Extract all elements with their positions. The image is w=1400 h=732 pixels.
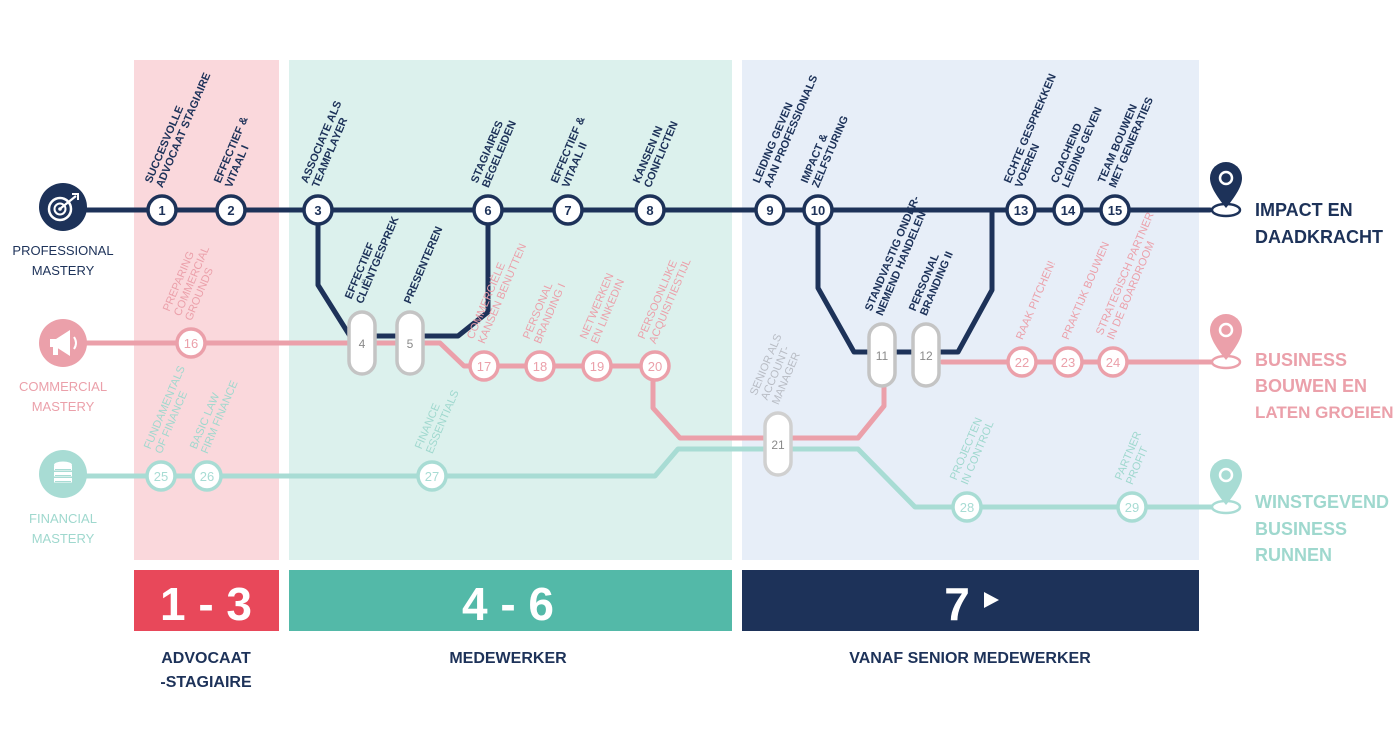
station-number: 17: [477, 359, 491, 374]
station-number: 7: [564, 203, 571, 218]
track-label-commercial-1: COMMERCIAL: [19, 379, 107, 394]
station-number: 11: [876, 349, 889, 363]
map-pin-icon: [1210, 459, 1242, 515]
station-marker[interactable]: [802, 194, 834, 226]
professional-branch-senior: [815, 207, 995, 355]
destination-professional-1: IMPACT EN: [1255, 200, 1353, 220]
phase-bar-label-1: 1 - 3: [160, 578, 252, 630]
station-marker[interactable]: [215, 194, 247, 226]
station-marker[interactable]: [1005, 194, 1037, 226]
destination-commercial-1: BUSINESS: [1255, 350, 1347, 370]
station-number: 15: [1108, 203, 1122, 218]
phase-bar-2: [289, 570, 732, 631]
phase-band-3: [742, 60, 1199, 560]
station-marker[interactable]: [1052, 346, 1084, 378]
coins-icon: [39, 450, 87, 498]
station-number: 13: [1014, 203, 1028, 218]
station-marker[interactable]: [416, 460, 448, 492]
station-marker[interactable]: [754, 194, 786, 226]
station-marker[interactable]: [472, 194, 504, 226]
play-icon: [984, 592, 999, 608]
station-number: 8: [646, 203, 653, 218]
station-number: 5: [407, 337, 414, 351]
track-label-professional-1: PROFESSIONAL: [12, 243, 113, 258]
target-icon: [39, 183, 87, 231]
station-number: 3: [314, 203, 321, 218]
phase-caption-1b: -STAGIAIRE: [160, 674, 252, 691]
station-number: 21: [771, 438, 785, 452]
station-marker[interactable]: [468, 350, 500, 382]
station-marker[interactable]: [395, 310, 425, 376]
station-number: 28: [960, 500, 974, 515]
station-number: 14: [1061, 203, 1076, 218]
commercial-route-line: [82, 340, 887, 441]
phase-bar-label-3: 7: [944, 578, 970, 630]
track-label-professional-2: MASTERY: [32, 263, 95, 278]
station-number: 9: [766, 203, 773, 218]
phase-bar-label-2: 4 - 6: [462, 578, 554, 630]
destination-financial-2: BUSINESS: [1255, 519, 1347, 539]
phase-caption-3: VANAF SENIOR MEDEWERKER: [849, 650, 1091, 667]
station-number: 26: [200, 469, 214, 484]
phase-bar-1: [134, 570, 279, 631]
phase-caption-1a: ADVOCAAT: [161, 650, 251, 667]
destination-commercial-3: LATEN GROEIEN: [1255, 403, 1394, 422]
destination-financial-3: RUNNEN: [1255, 545, 1332, 565]
phase-bar-3: [742, 570, 1199, 631]
station-number: 6: [484, 203, 491, 218]
station-number: 20: [648, 359, 662, 374]
station-marker[interactable]: [191, 460, 223, 492]
station-number: 22: [1015, 355, 1029, 370]
station-number: 25: [154, 469, 168, 484]
station-marker[interactable]: [302, 194, 334, 226]
station-marker[interactable]: [347, 310, 377, 376]
station-marker[interactable]: [763, 411, 793, 477]
station-marker[interactable]: [1099, 194, 1131, 226]
station-number: 16: [184, 336, 198, 351]
station-number: 23: [1061, 355, 1075, 370]
station-marker[interactable]: [951, 491, 983, 523]
station-number: 24: [1106, 355, 1120, 370]
station-marker[interactable]: [634, 194, 666, 226]
station-marker[interactable]: [1006, 346, 1038, 378]
map-pin-icon: [1210, 314, 1242, 370]
station-marker[interactable]: [639, 350, 671, 382]
station-number: 4: [359, 337, 366, 351]
station-marker[interactable]: [552, 194, 584, 226]
station-number: 18: [533, 359, 547, 374]
station-marker[interactable]: [911, 322, 941, 388]
destination-professional-2: DAADKRACHT: [1255, 227, 1383, 247]
track-label-financial-2: MASTERY: [32, 531, 95, 546]
station-marker[interactable]: [867, 322, 897, 388]
station-marker[interactable]: [1116, 491, 1148, 523]
station-number: 19: [590, 359, 604, 374]
station-marker[interactable]: [146, 194, 178, 226]
track-label-financial-1: FINANCIAL: [29, 511, 97, 526]
station-number: 27: [425, 469, 439, 484]
station-marker[interactable]: [145, 460, 177, 492]
station-number: 12: [919, 349, 933, 363]
station-number: 29: [1125, 500, 1139, 515]
station-marker[interactable]: [175, 327, 207, 359]
megaphone-icon: [39, 319, 87, 367]
station-marker[interactable]: [1097, 346, 1129, 378]
station-number: 2: [227, 203, 234, 218]
track-label-commercial-2: MASTERY: [32, 399, 95, 414]
station-number: 1: [158, 203, 165, 218]
destination-commercial-2: BOUWEN EN: [1255, 376, 1367, 396]
station-marker[interactable]: [581, 350, 613, 382]
map-pin-icon: [1210, 162, 1242, 218]
station-marker[interactable]: [1052, 194, 1084, 226]
destination-financial-1: WINSTGEVEND: [1255, 492, 1389, 512]
station-number: 10: [811, 203, 825, 218]
phase-caption-2: MEDEWERKER: [449, 650, 567, 667]
station-marker[interactable]: [524, 350, 556, 382]
